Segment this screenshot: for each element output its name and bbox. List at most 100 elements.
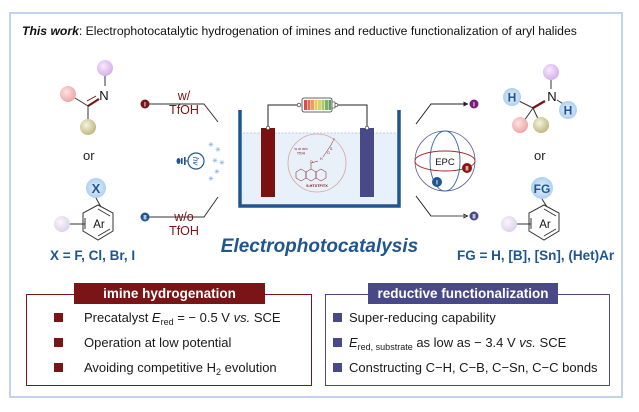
text: Constructing C−H, C−B, C−Sn, C−C bonds (349, 360, 598, 375)
route-arrow (415, 101, 469, 125)
text: Operation at low potential (84, 335, 232, 350)
bullet-square-icon (54, 313, 63, 322)
or-right: or (534, 148, 546, 163)
bond (518, 100, 534, 109)
list-item: Constructing C−H, C−B, C−Sn, C−C bonds (326, 360, 609, 385)
substituent-purple (97, 60, 113, 76)
list-item: Operation at low potential (27, 335, 311, 360)
text: vs. (233, 310, 251, 325)
sphere-equator (414, 150, 476, 172)
text: evolution (221, 360, 277, 375)
battery-icon (301, 97, 336, 113)
outer-frame (9, 12, 623, 398)
double-bond-highlight (87, 98, 100, 107)
sphere-meridian (429, 130, 461, 192)
svg-text:✳: ✳ (219, 159, 225, 167)
aryl-halide-structure: X Ar (54, 178, 114, 241)
svg-text:✳: ✳ (208, 175, 214, 183)
headline-lead: This work (22, 24, 79, 38)
inset-hydrogen: H (320, 157, 323, 161)
cell-container (238, 110, 401, 208)
list-item: Super-reducing capability (326, 310, 609, 335)
added-hydrogen: H (564, 104, 573, 118)
ring-double-bond (97, 228, 111, 237)
list-item: Avoiding competitive H2 evolution (27, 360, 311, 385)
atom-nitrogen: N (99, 88, 108, 103)
condition-route-I: w/ TfOH (156, 89, 212, 117)
panel-title: reductive functionalization (368, 283, 558, 304)
wire-right (337, 104, 368, 128)
variable: E (151, 310, 161, 325)
subscript: red (160, 317, 174, 327)
headline-text: : Electrophotocatalytic hydrogenation of… (78, 24, 577, 38)
light-bulb-icon: hv ✳✳ ✳✳ ✳✳ (176, 141, 225, 183)
subscript: red, substrate (357, 342, 413, 352)
ring-double-bond (97, 208, 111, 217)
added-hydrogen: H (508, 91, 517, 105)
condition-line: w/o (174, 210, 194, 224)
panel-title: imine hydrogenation (74, 283, 265, 304)
substituent-lilac (501, 216, 517, 232)
route-marker-I (469, 99, 479, 109)
substituent-pink (512, 117, 528, 133)
list-item: Ered, substrate as low as − 3.4 V vs. SC… (326, 335, 609, 360)
variable: E (349, 335, 358, 350)
cycle-circle (287, 133, 347, 193)
inset-oxygen-2: O (327, 151, 330, 155)
route-marker-I (140, 99, 150, 109)
inset-catalyst-label: 9-HTXTF/TX (306, 184, 328, 188)
route-marker-I-label: I (144, 103, 146, 109)
condition-acid: TfOH (169, 103, 199, 117)
electrochemical-cell: w or w/o TfOH O H O S F 9-HTXTF/TX (238, 97, 401, 208)
epc-sphere: EPC II I (414, 130, 476, 192)
inset-condition-acid: TfOH (297, 152, 306, 156)
epc-marker-II (462, 163, 472, 173)
double-bond (86, 95, 97, 102)
route-line (148, 103, 219, 123)
route-marker-II (469, 211, 479, 221)
fg-highlight (531, 177, 553, 199)
anode-electrode (261, 128, 275, 197)
cathode-electrode (360, 128, 374, 197)
condition-acid: TfOH (169, 224, 199, 238)
text: Avoiding competitive H (84, 360, 216, 375)
route-II-left: II (140, 196, 219, 222)
light-label: hv (191, 157, 200, 166)
substituent-purple (543, 64, 559, 80)
ring-label: Ar (539, 219, 551, 231)
text: Super-reducing capability (349, 310, 496, 325)
amine-structure: N H H (503, 64, 577, 133)
feature-list: Super-reducing capability Ered, substrat… (326, 310, 609, 385)
inset-oxygen: O (310, 160, 313, 164)
fg-definition: FG = H, [B], [Sn], (Het)Ar (457, 248, 615, 263)
route-marker-I-label: I (473, 103, 475, 109)
svg-text:✳: ✳ (208, 141, 214, 149)
bond (523, 107, 534, 122)
text: Precatalyst (84, 310, 152, 325)
light-rays: ✳✳ ✳✳ ✳✳ (208, 141, 225, 183)
substituent-olive (533, 117, 549, 133)
route-II-right: II (415, 195, 479, 221)
hydrogen-highlight (559, 101, 577, 119)
bond (74, 97, 89, 107)
text: = − 0.5 V (173, 310, 234, 325)
route-I-left: I (140, 99, 219, 123)
text: vs. (519, 335, 536, 350)
substituent-olive (80, 119, 96, 135)
route-arrow (415, 195, 469, 219)
inset-sulfur: S (330, 147, 333, 151)
text: as low as − 3.4 V (412, 335, 520, 350)
aryl-product-structure: FG Ar (501, 177, 560, 241)
ring-label: Ar (93, 219, 105, 231)
bullet-square-icon (333, 338, 342, 347)
or-left: or (83, 148, 95, 163)
bullet-square-icon (54, 338, 63, 347)
fg-label: FG (534, 182, 551, 196)
feature-list: Precatalyst Ered = − 0.5 V vs. SCE Opera… (27, 310, 311, 385)
epc-marker-I-label: I (436, 181, 438, 187)
epc-marker-II-label: II (465, 167, 469, 173)
bond (95, 197, 102, 208)
hydrogen-highlight (503, 88, 521, 106)
route-line (148, 196, 219, 218)
